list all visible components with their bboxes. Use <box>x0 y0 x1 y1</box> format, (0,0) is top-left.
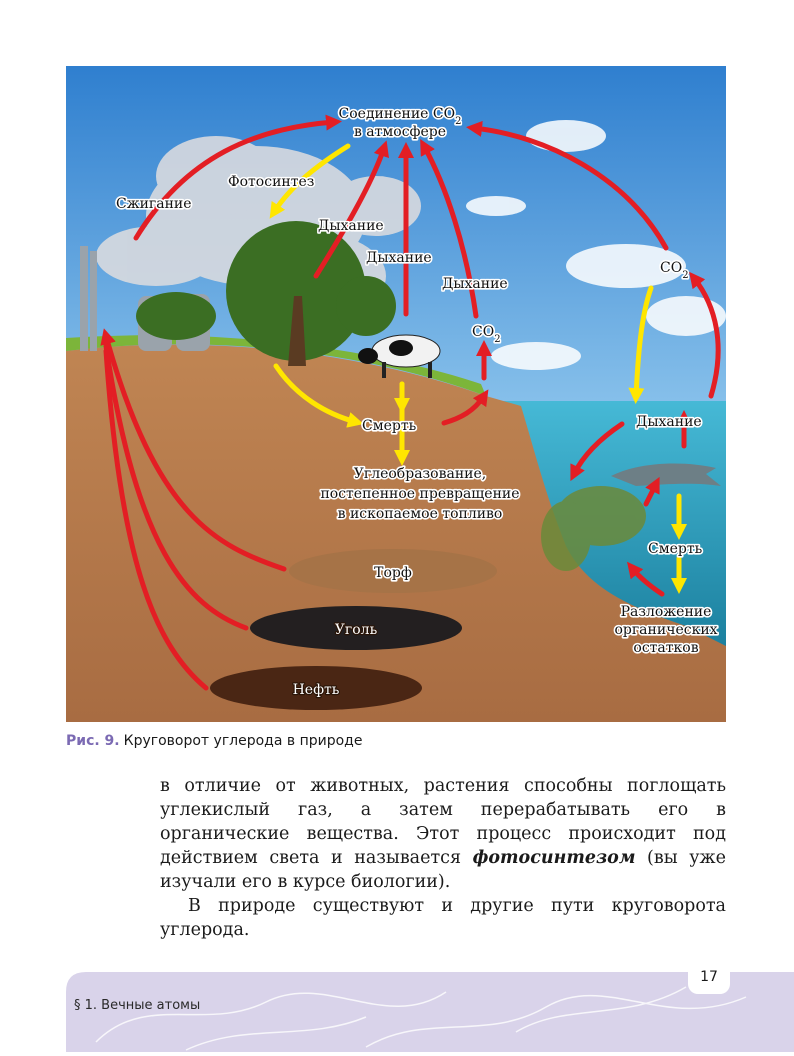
tree-trunk <box>288 296 306 366</box>
label-respiration-sea: Дыхание <box>636 414 702 430</box>
label-coal-formation-line1: Углеобразование, <box>354 466 487 482</box>
label-burning: Сжигание <box>116 196 192 212</box>
chapter-title: § 1. Вечные атомы <box>74 998 201 1013</box>
label-coal-formation-line3: в ископаемое топливо <box>338 506 503 522</box>
arrow-sea-left <box>570 421 625 482</box>
label-decomposition-line2: органических <box>614 622 717 638</box>
body-text: в отличие от животных, растения способны… <box>160 774 726 942</box>
paragraph-2: В природе существуют и другие пути круго… <box>160 896 726 940</box>
arrow-respiration-land <box>420 138 479 319</box>
footer-band <box>66 972 794 1052</box>
label-atmosphere-line1: Соединение CO2 <box>339 106 462 127</box>
soil <box>66 344 726 722</box>
label-death-land: Смерть <box>362 418 417 434</box>
label-atmosphere-line2: в атмосфере <box>354 124 446 140</box>
label-oil: Нефть <box>293 682 340 698</box>
shark <box>611 463 721 486</box>
carbon-cycle-figure: Соединение CO2 в атмосфере Сжигание Фото… <box>66 66 726 722</box>
arrow-sea-photosynthesis <box>628 285 654 404</box>
arrow-respiration-tree <box>313 140 389 279</box>
label-respiration-1: Дыхание <box>318 218 384 234</box>
clouds <box>466 120 726 370</box>
coal-layer <box>250 606 462 650</box>
arrow-tree-death <box>273 363 364 428</box>
label-death-sea: Смерть <box>648 541 703 557</box>
label-respiration-3: Дыхание <box>442 276 508 292</box>
arrow-burning <box>133 114 342 241</box>
cow <box>358 334 441 378</box>
label-photosynthesis: Фотосинтез <box>228 174 314 190</box>
coral <box>541 486 646 571</box>
figure-caption: Рис. 9.Круговорот углерода в природе <box>66 733 362 749</box>
page-number: 17 <box>688 960 730 994</box>
arrow-sea-co2 <box>466 120 669 251</box>
caption-number: Рис. 9. <box>66 733 120 749</box>
label-peat: Торф <box>374 565 412 581</box>
arrow-peat <box>100 328 287 572</box>
label-co2-land: CO2 <box>472 324 501 345</box>
label-coal: Уголь <box>335 622 378 638</box>
oil-layer <box>210 666 422 710</box>
label-decomposition-line3: остатков <box>633 640 698 656</box>
arrow-photosynthesis <box>269 143 351 219</box>
label-coal-formation-line2: постепенное превращение <box>320 486 519 502</box>
paragraph-1: в отличие от животных, растения способны… <box>160 776 726 892</box>
label-co2-sea: CO2 <box>660 260 689 281</box>
label-decomposition-line1: Разложение <box>621 604 712 620</box>
label-respiration-2: Дыхание <box>366 250 432 266</box>
arrow-fish <box>643 476 660 507</box>
arrow-sea-respiration <box>689 271 721 399</box>
arrow-death-co2 <box>441 389 489 426</box>
caption-text: Круговорот углерода в природе <box>123 733 363 749</box>
arrow-decomp-up <box>627 561 665 597</box>
arrow-coal <box>103 343 249 631</box>
peat-layer <box>289 549 497 593</box>
term-photosynthesis: фотосинтезом <box>472 848 636 868</box>
arrow-oil <box>103 348 209 691</box>
